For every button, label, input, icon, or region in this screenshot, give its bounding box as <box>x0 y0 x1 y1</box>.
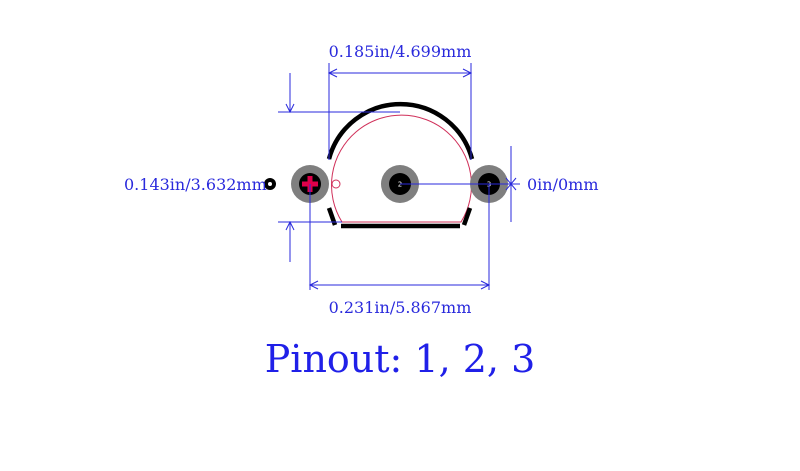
pin1-indicator-circle <box>331 179 341 189</box>
origin-marker <box>264 178 276 190</box>
silkscreen-arc-top <box>326 101 475 160</box>
left-dimension-label: 0.143in/3.632mm <box>124 175 267 194</box>
top-dim-arrow-left <box>327 68 338 78</box>
right-dimension-label: 0in/0mm <box>527 175 599 194</box>
silkscreen-tick-right <box>461 207 473 226</box>
pinout-caption: Pinout: 1, 2, 3 <box>265 337 536 381</box>
bottom-dim-arrow-right <box>480 280 491 290</box>
left-dim-arrow-bottom <box>285 220 295 231</box>
top-dim-arrow-right <box>462 68 473 78</box>
right-dim-arrow-bottom <box>505 183 517 191</box>
bottom-dim-arrow-left <box>308 280 319 290</box>
left-dim-arrow-top <box>285 103 295 114</box>
bottom-dimension-label: 0.231in/5.867mm <box>329 298 472 317</box>
dimension-lines <box>278 63 520 290</box>
top-dimension-label: 0.185in/4.699mm <box>329 42 472 61</box>
